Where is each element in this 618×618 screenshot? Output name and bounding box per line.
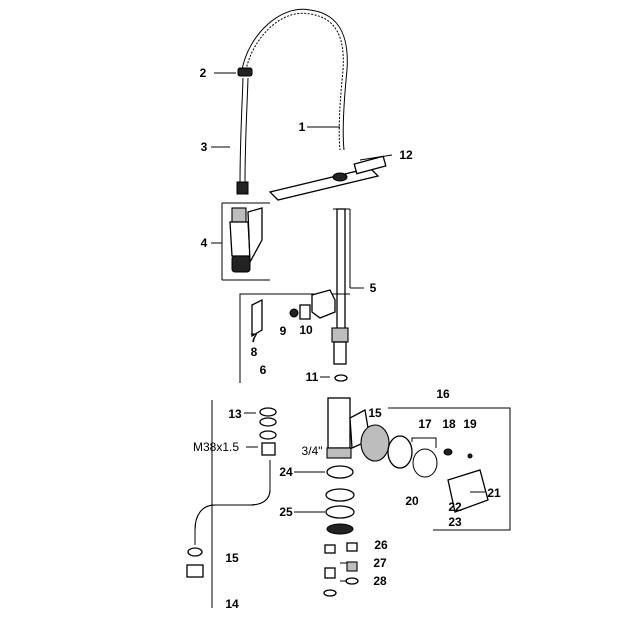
label-part-21: 21 [487, 486, 501, 500]
label-part-4: 4 [201, 236, 208, 250]
cartridge [360, 424, 489, 513]
label-part-8: 8 [251, 345, 258, 359]
valve-group [239, 289, 350, 383]
hose-collar [237, 67, 253, 77]
leader-lines [211, 72, 485, 582]
label-part-3: 3 [201, 140, 208, 154]
label-part-10: 10 [299, 323, 313, 337]
label-part-23: 23 [448, 515, 462, 529]
label-part-2: 2 [200, 66, 207, 80]
washer-11 [334, 374, 348, 382]
label-part-19: 19 [463, 417, 477, 431]
label-part-27: 27 [373, 556, 387, 570]
label-part-24: 24 [279, 465, 293, 479]
label-part-17: 17 [418, 417, 432, 431]
spray-head [221, 202, 270, 281]
label-part-7: 7 [251, 331, 258, 345]
group16-bracket [388, 407, 511, 531]
label-part-26: 26 [374, 538, 388, 552]
label-part-14: 14 [225, 597, 239, 611]
label-part-15-tee: 15 [368, 406, 382, 420]
label-part-6: 6 [260, 363, 267, 377]
label-part-12: 12 [399, 148, 413, 162]
pipe-size-label: 3/4" [302, 444, 323, 458]
label-part-5: 5 [370, 281, 377, 295]
lower-fittings [323, 465, 359, 597]
label-part-16: 16 [436, 387, 450, 401]
label-part-13: 13 [228, 407, 242, 421]
coil-spring [241, 8, 348, 151]
label-part-15-spout: 15 [225, 551, 239, 565]
label-part-9: 9 [280, 324, 287, 338]
label-part-22: 22 [448, 500, 462, 514]
part-labels: 2 3 4 1 12 5 9 10 7 8 6 11 16 15 17 18 1… [193, 66, 501, 611]
flex-hose [236, 77, 249, 195]
riser-tube [331, 208, 351, 365]
mounting-bracket [268, 155, 387, 201]
spout [186, 400, 277, 608]
label-part-20: 20 [405, 494, 419, 508]
label-part-1: 1 [299, 120, 306, 134]
label-part-25: 25 [279, 505, 293, 519]
label-part-11: 11 [306, 370, 319, 384]
label-part-18: 18 [442, 417, 456, 431]
thread-spec-label: M38x1.5 [193, 440, 239, 454]
label-part-28: 28 [373, 574, 387, 588]
